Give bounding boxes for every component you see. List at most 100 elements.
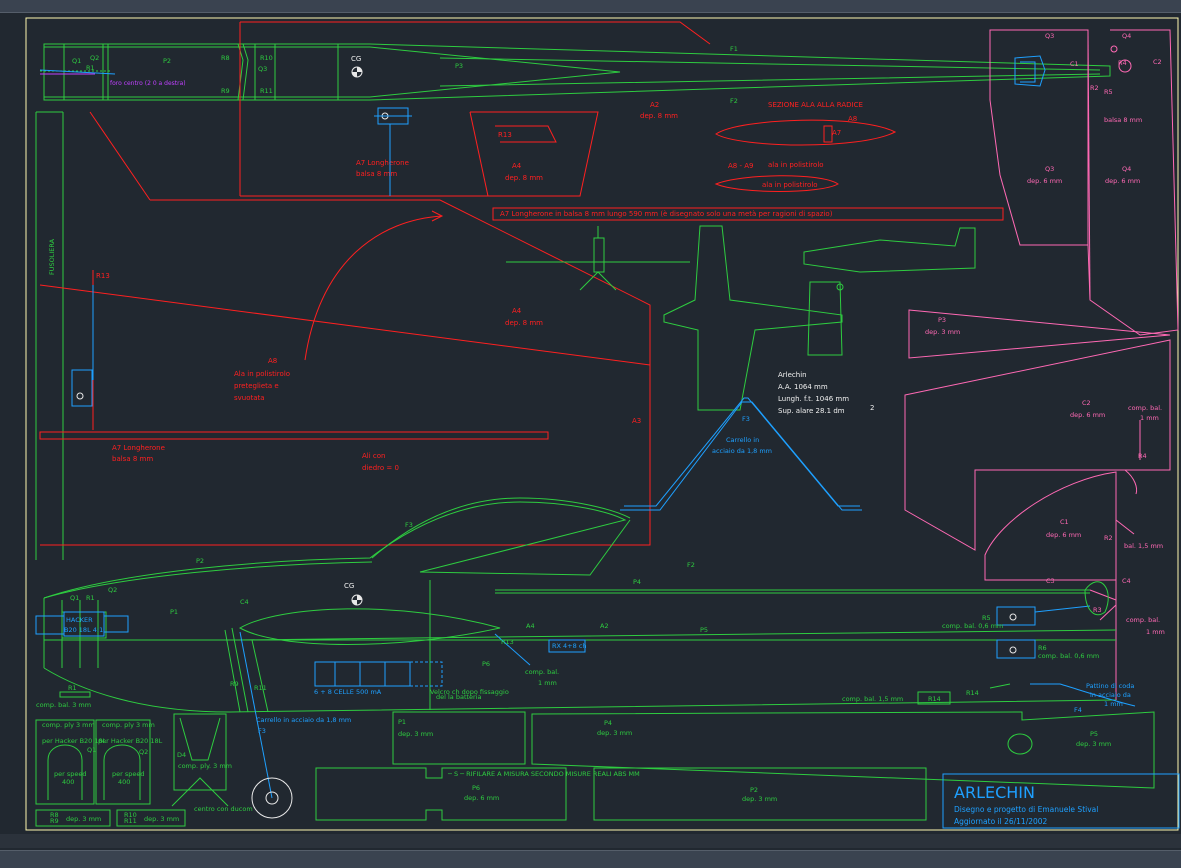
q2-box-b: per speed [112,770,145,778]
lbl-comp-bal-m: comp. bal. [525,668,559,676]
lbl-r10: R10 [260,54,273,62]
lbl-p2-side: P2 [196,557,204,565]
lbl-comp-bal-r2: 1 mm [1146,628,1165,636]
lbl-r9-s: R9 [230,680,239,688]
lbl-r8r9b: R9 [50,817,59,825]
lbl-r8: R8 [221,54,230,62]
lbl-hacker: HACKER [66,616,93,624]
lbl-a2: A2 [650,101,659,109]
q2-box-a: per Hacker B20 18L [98,737,163,745]
q1-box-c: 400 [62,778,74,786]
lbl-f2-side: F2 [687,561,695,569]
lbl-r14-b: R14 [966,689,979,697]
lbl-r10-dep: dep. 3 mm [144,815,179,823]
lbl-r13-side: R13 [96,272,110,280]
lbl-celle: 6 + 8 CELLE 500 mA [314,688,382,696]
lbl-r13-s: R13 [501,638,514,646]
lbl-a7-bar: A7 Longherone in balsa 8 mm lungo 590 mm… [500,210,833,218]
lbl-pattino3: 1 mm [1104,700,1123,708]
lbl-q4-top: Q4 [1122,32,1131,40]
title-block: ARLECHIN Disegno e progetto di Emanuele … [942,773,1180,829]
lbl-f3-top: F3 [742,415,750,423]
lbl-a4-mid: A4 [512,307,522,315]
lbl-r1-side: R1 [86,594,95,602]
lbl-d4: D4 [177,751,186,759]
lbl-c3-side: C3 [1046,577,1055,585]
lbl-r9: R9 [221,87,230,95]
lbl-carrello-1: Carrello in [726,436,759,444]
lbl-hacker2: B20 18L 4:1 [64,626,103,634]
lbl-f4: F4 [1074,706,1082,714]
lbl-q2: Q2 [90,54,99,62]
lbl-c2-r-dep: dep. 6 mm [1070,411,1105,419]
lbl-a7-top-sub: balsa 8 mm [356,170,397,178]
lbl-r14: R14 [928,695,941,703]
lbl-p2-box: P2 [750,786,758,794]
drawing-credit: Disegno e progetto di Emanuele Stival [954,805,1098,814]
lbl-r2-r: R2 [1104,534,1113,542]
lbl-sec-small: ala in polistirolo [768,161,824,169]
lbl-a3: A3 [632,417,641,425]
lbl-p1-dep: dep. 3 mm [398,730,433,738]
lbl-tiny-note: Velcro ch dopo fissaggio [430,688,509,696]
lbl-q3: Q3 [258,65,267,73]
lbl-comp-bal-m2: 1 mm [538,679,557,687]
lbl-sezione: SEZIONE ALA ALLA RADICE [768,101,863,109]
lbl-p6-dep: dep. 6 mm [464,794,499,802]
lbl-q1-side: Q1 [70,594,79,602]
command-line-area [0,834,1181,848]
lbl-p4-side: P4 [633,578,641,586]
lbl-p1-box: P1 [398,718,406,726]
lbl-f3-s: F3 [258,727,266,735]
lbl-f2: F2 [730,97,738,105]
lbl-a8-l3: svuotata [234,394,265,402]
lbl-r11-s: R11 [254,684,267,692]
lbl-p6-note: ─ S ─ RIFILARE A MISURA SECONDO MISURE R… [447,770,640,778]
lbl-p3-r-dep: dep. 3 mm [925,328,960,336]
lbl-a7-top: A7 Longherone [356,159,409,167]
wing-parts-top: A2 dep. 8 mm R13 A4 dep. 8 mm A7 Longher… [239,21,1004,221]
lbl-p4-box: P4 [604,719,612,727]
lbl-tiny-note2: del la batteria [436,693,482,701]
lbl-a8a9: A8 - A9 [728,162,753,170]
lbl-carrello-2: acciaio da 1,8 mm [712,447,772,455]
lbl-a2-dep: dep. 8 mm [640,112,678,120]
drawing-updated: Aggiornato il 26/11/2002 [954,817,1048,826]
lbl-comp15: comp. bal. 1,5 mm [842,695,903,703]
lbl-r2-top: R2 [1090,84,1099,92]
lbl-q1: Q1 [72,57,81,65]
spec-area-sup: 2 [870,404,874,412]
lbl-a8-l1: Ala in polistirolo [234,370,290,378]
lbl-q4-mid: Q4 [1122,165,1131,173]
lbl-c2-r: C2 [1082,399,1091,407]
lbl-a8-big: A8 [268,357,277,365]
lbl-p3-r: P3 [938,316,946,324]
lbl-a2-side: A2 [600,622,609,630]
cad-drawing-sheet[interactable]: Q1 Q2 R1 P2 R8 R10 Q3 R9 R11 CG P3 F1 F2… [0,0,1181,834]
lbl-cg: CG [351,55,361,63]
lbl-a4-top: A4 [512,162,522,170]
lbl-comp-s2: comp. bal. 0,6 mm [1038,652,1099,660]
q2-box-c: 400 [118,778,130,786]
lbl-p2-dep: dep. 3 mm [742,795,777,803]
lbl-p2: P2 [163,57,171,65]
lbl-rx: RX 4+8 ch [552,642,587,650]
lbl-carrello-s: Carrello in acciaio da 1,8 mm [256,716,351,724]
lbl-a7-sec: A7 [832,129,841,137]
lbl-r1-bot: R1 [68,684,77,692]
lbl-r1: R1 [86,64,95,72]
lbl-p5-box: P5 [1090,730,1098,738]
lbl-d4-sub2: centro con ducom [194,805,253,813]
lbl-c4-gear: C4 [240,598,249,606]
q1-box-b: per speed [54,770,87,778]
q1-box-lbl: Q1 [87,746,96,754]
lbl-d4-sub: comp. ply. 3 mm [178,762,232,770]
lbl-cg-side: CG [344,582,354,590]
lbl-pattino1: Pattino di coda [1086,682,1134,690]
top-toolbar [0,0,1181,13]
drawing-title: ARLECHIN [954,783,1035,802]
lbl-r5-top: R5 [1104,88,1113,96]
lbl-one-mm: 1 mm [1140,414,1159,422]
spec-length: Lungh. f.t. 1046 mm [778,395,849,403]
lbl-diedro: diedro = 0 [362,464,399,472]
